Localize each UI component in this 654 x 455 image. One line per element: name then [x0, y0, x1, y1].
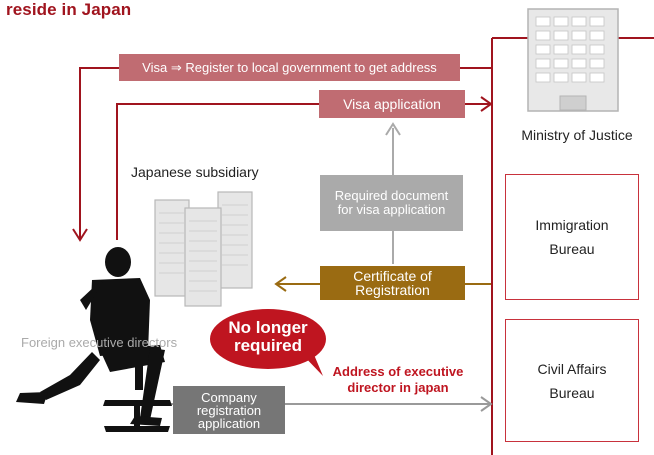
civil-affairs-bureau-text: Civil Affairs Bureau [537, 360, 607, 401]
businessman-silhouette-icon [16, 247, 172, 432]
visa-application-text: Visa application [343, 96, 441, 112]
company-registration-label: Company registration application [173, 386, 285, 434]
visa-register-arrowhead [72, 228, 88, 242]
immigration-bureau-box: Immigration Bureau [505, 174, 639, 300]
visa-register-label: Visa ⇒ Register to local government to g… [119, 54, 460, 81]
company-registration-text: Company registration application [196, 389, 262, 431]
no-longer-required-text: No longer required [228, 318, 308, 355]
building-icon [527, 8, 619, 112]
company-registration-arrowhead [480, 396, 493, 412]
ministry-of-justice-label: Ministry of Justice [521, 127, 633, 143]
visa-application-label: Visa application [319, 90, 465, 118]
certificate-text: Certificate of Registration [353, 268, 432, 298]
civil-affairs-bureau-box: Civil Affairs Bureau [505, 319, 639, 442]
address-note-text: Address of executive director in japan [332, 364, 464, 395]
visa-register-text: Visa ⇒ Register to local government to g… [142, 59, 437, 75]
office-buildings-icon [154, 191, 253, 307]
visa-application-arrowhead [480, 96, 493, 112]
certificate-label: Certificate of Registration [320, 266, 465, 300]
page-title: reside in Japan [6, 0, 132, 19]
required-document-arrowhead [385, 122, 401, 136]
required-document-label: Required document for visa application [320, 175, 463, 231]
required-document-text: Required document for visa application [334, 188, 449, 217]
immigration-bureau-text: Immigration Bureau [535, 217, 609, 257]
no-longer-required-bubble [210, 309, 326, 376]
foreign-directors-label: Foreign executive directors [21, 335, 178, 350]
japanese-subsidiary-label: Japanese subsidiary [131, 164, 259, 180]
certificate-arrowhead [274, 276, 287, 292]
